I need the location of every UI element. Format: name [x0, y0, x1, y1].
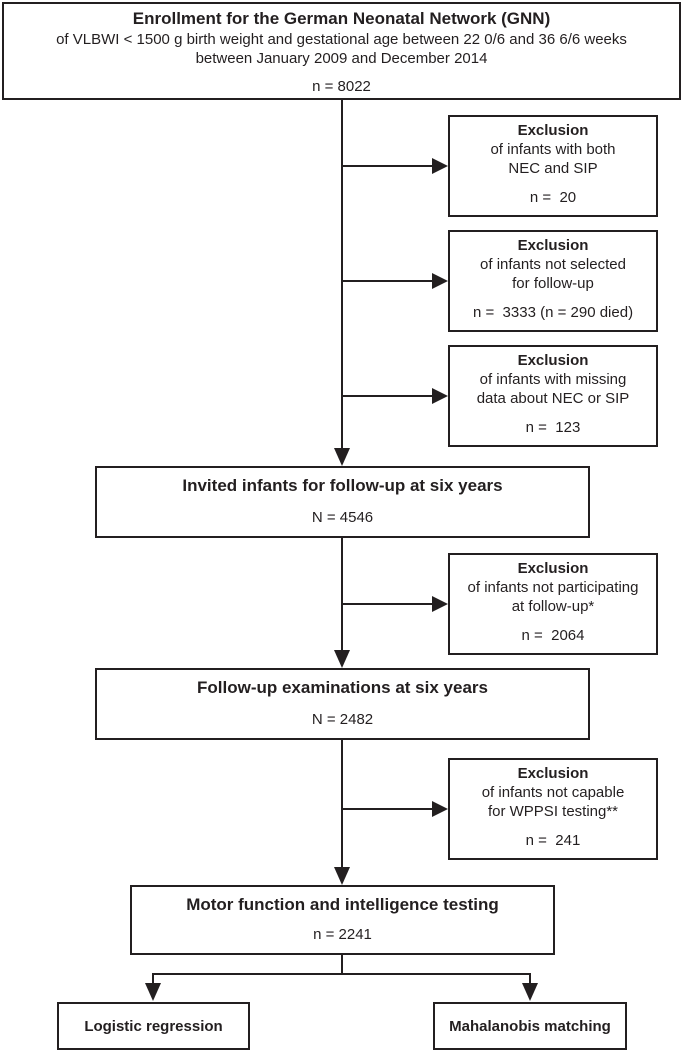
arrowhead-exclusion-4 — [432, 596, 448, 612]
exclusion-heading: Exclusion — [517, 560, 589, 577]
branch-line-exclusion-4 — [342, 603, 434, 605]
mahalanobis-matching-box: Mahalanobis matching — [433, 1002, 627, 1050]
arrowhead-into-invited — [334, 448, 350, 466]
exclusion-count: n = 2064 — [521, 627, 585, 644]
exclusion-count: n = 123 — [525, 419, 581, 436]
enrollment-title: Enrollment for the German Neonatal Netwo… — [132, 9, 551, 28]
motor-count: n = 2241 — [313, 926, 372, 943]
exclusion-count: n = 241 — [525, 832, 581, 849]
arrowhead-into-mahalanobis — [522, 983, 538, 1001]
branch-line-exclusion-2 — [342, 280, 434, 282]
exclusion-heading: Exclusion — [517, 352, 589, 369]
enrollment-box: Enrollment for the German Neonatal Netwo… — [2, 2, 681, 100]
branch-line-exclusion-1 — [342, 165, 434, 167]
arrowhead-exclusion-3 — [432, 388, 448, 404]
mahalanobis-matching-label: Mahalanobis matching — [449, 1017, 611, 1035]
exclusion-text-line: of infants not participating — [467, 579, 639, 596]
arrowhead-exclusion-2 — [432, 273, 448, 289]
exclusion-text-line: at follow-up* — [511, 598, 595, 615]
connector-line-followup-to-motor — [341, 740, 343, 869]
arrowhead-exclusion-1 — [432, 158, 448, 174]
followup-count: N = 2482 — [311, 711, 374, 728]
split-right-stub — [529, 975, 531, 985]
exclusion-text-line: for WPPSI testing** — [487, 803, 619, 820]
exclusion-box-missing-data: Exclusion of infants with missing data a… — [448, 345, 658, 447]
exclusion-text-line: of infants not capable — [481, 784, 625, 801]
exclusion-box-not-participating: Exclusion of infants not participating a… — [448, 553, 658, 655]
branch-line-exclusion-3 — [342, 395, 434, 397]
exclusion-box-nec-and-sip: Exclusion of infants with both NEC and S… — [448, 115, 658, 217]
logistic-regression-label: Logistic regression — [84, 1017, 223, 1035]
followup-examinations-box: Follow-up examinations at six years N = … — [95, 668, 590, 740]
exclusion-text-line: of infants with both — [490, 141, 616, 158]
exclusion-box-not-selected: Exclusion of infants not selected for fo… — [448, 230, 658, 332]
arrowhead-into-motor — [334, 867, 350, 885]
exclusion-box-not-capable-wppsi: Exclusion of infants not capable for WPP… — [448, 758, 658, 860]
exclusion-count: n = 20 — [529, 189, 577, 206]
invited-count: N = 4546 — [311, 509, 374, 526]
exclusion-heading: Exclusion — [517, 122, 589, 139]
exclusion-text-line: data about NEC or SIP — [476, 390, 630, 407]
motor-intelligence-testing-box: Motor function and intelligence testing … — [130, 885, 555, 955]
followup-heading: Follow-up examinations at six years — [197, 678, 488, 697]
exclusion-text-line: for follow-up — [512, 275, 594, 292]
arrowhead-exclusion-5 — [432, 801, 448, 817]
invited-heading: Invited infants for follow-up at six yea… — [182, 476, 503, 495]
exclusion-text-line: NEC and SIP — [508, 160, 598, 177]
enrollment-count: n = 8022 — [312, 78, 371, 95]
enrollment-subtitle-1: of VLBWI < 1500 g birth weight and gesta… — [56, 31, 627, 48]
connector-line-invited-to-followup — [341, 538, 343, 654]
connector-line-top-to-invited — [341, 100, 343, 452]
logistic-regression-box: Logistic regression — [57, 1002, 250, 1050]
exclusion-heading: Exclusion — [517, 237, 589, 254]
enrollment-subtitle-2: between January 2009 and December 2014 — [195, 50, 488, 67]
exclusion-text-line: of infants with missing — [479, 371, 627, 388]
invited-followup-box: Invited infants for follow-up at six yea… — [95, 466, 590, 538]
exclusion-count: n = 3333 (n = 290 died) — [472, 304, 634, 321]
branch-line-exclusion-5 — [342, 808, 434, 810]
split-horizontal-line — [152, 973, 531, 975]
arrowhead-into-logistic — [145, 983, 161, 1001]
split-left-stub — [152, 975, 154, 985]
exclusion-text-line: of infants not selected — [480, 256, 626, 273]
connector-stem-motor-to-split — [341, 955, 343, 975]
motor-heading: Motor function and intelligence testing — [186, 895, 499, 914]
arrowhead-into-followup — [334, 650, 350, 668]
exclusion-heading: Exclusion — [517, 765, 589, 782]
